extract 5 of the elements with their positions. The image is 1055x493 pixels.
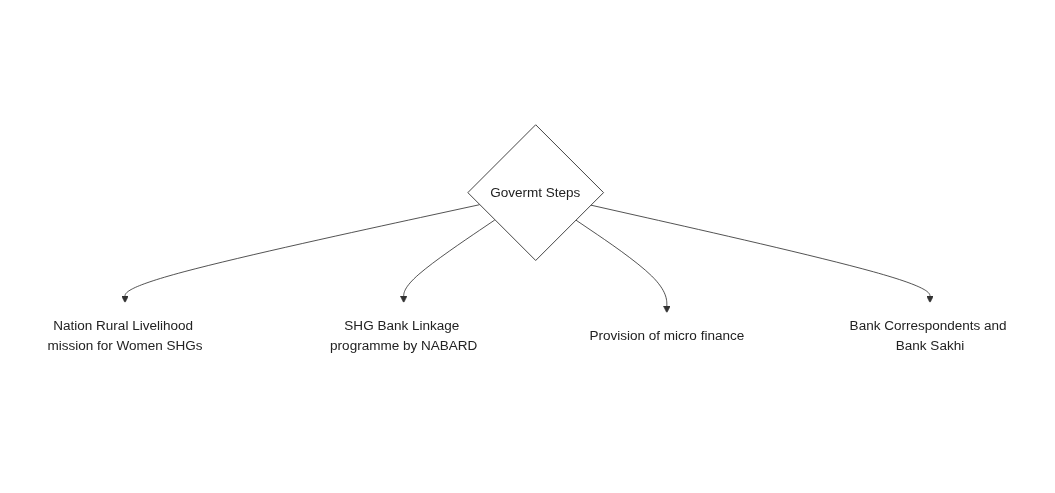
node-text: SHG Bank Linkage programme by NABARD <box>330 317 478 353</box>
node-diamond: Govermt Steps <box>467 124 604 261</box>
node-text: Nation Rural Livelihood mission for Women SHGs <box>47 317 203 353</box>
node-text: Provision of micro finance <box>589 327 745 343</box>
node-text: Bank Correspondents and Bank Sakhi <box>849 317 1007 353</box>
